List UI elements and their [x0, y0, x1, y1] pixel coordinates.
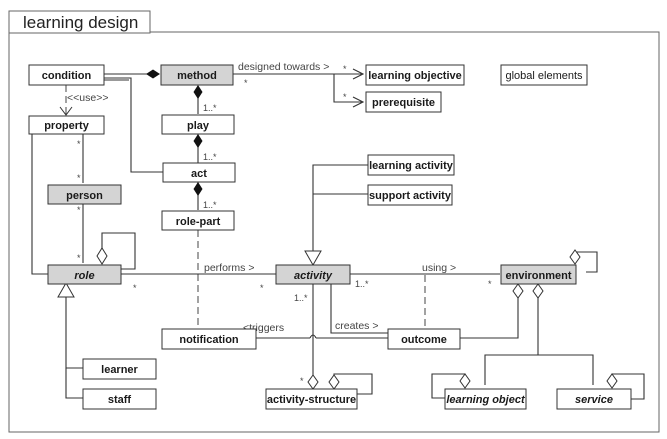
aggregation-diamond-icon [569, 249, 581, 265]
mult-method-lo: * [343, 64, 347, 74]
class-outcome[interactable]: outcome [387, 328, 461, 350]
mult-environment-left: * [488, 279, 492, 289]
mult-property: * [77, 139, 81, 149]
class-learning-object[interactable]: learning object [444, 388, 527, 410]
mult-person-bottom: * [77, 205, 81, 215]
class-learner[interactable]: learner [82, 358, 157, 380]
class-label: service [575, 394, 613, 406]
class-label: role-part [176, 216, 221, 228]
mult-person-top: * [77, 173, 81, 183]
edge-method-prerequisite [333, 74, 363, 102]
mult-role-right: * [133, 283, 137, 293]
class-label: property [44, 120, 90, 132]
class-label: condition [42, 70, 92, 82]
composition-diamond-icon [193, 134, 203, 148]
aggregation-diamond-icon [459, 373, 471, 389]
class-role-part[interactable]: role-part [161, 210, 235, 231]
composition-diamond-icon [193, 182, 203, 196]
class-act[interactable]: act [162, 162, 236, 183]
edge-learning-activity [312, 164, 368, 245]
class-global-elements[interactable]: global elements [500, 64, 588, 86]
class-label: outcome [401, 334, 447, 346]
class-person[interactable]: person [47, 184, 122, 205]
mult-method-play: 1..* [203, 103, 217, 113]
edge-activity-outcome [330, 284, 388, 334]
aggregation-diamond-icon [532, 283, 544, 299]
mult-activity-left: * [260, 283, 264, 293]
class-label: learner [101, 364, 138, 376]
class-label: global elements [505, 70, 583, 82]
class-label: play [187, 120, 210, 132]
edge-condition-act [104, 77, 163, 173]
edge-label-use: <<use>> [67, 92, 108, 104]
edge-environment-outcome [460, 298, 519, 339]
class-play[interactable]: play [161, 114, 235, 135]
aggregation-diamond-icon [512, 283, 524, 299]
class-role[interactable]: role [47, 264, 122, 285]
class-activity[interactable]: activity [275, 264, 351, 285]
edge-label-using: using > [422, 262, 456, 274]
class-label: environment [505, 270, 571, 282]
class-property[interactable]: property [28, 115, 105, 135]
edge-learning-object-service [484, 354, 594, 385]
class-label: person [66, 190, 103, 202]
mult-activity-structure: * [300, 376, 304, 386]
class-label: prerequisite [372, 97, 435, 109]
mult-play-act: 1..* [203, 152, 217, 162]
edge-role-self [101, 232, 136, 270]
class-activity-structure[interactable]: activity-structure [265, 388, 358, 410]
class-label: learning objective [368, 70, 462, 82]
class-label: role [74, 270, 94, 282]
class-label: learning activity [369, 160, 454, 172]
class-learning-objective[interactable]: learning objective [365, 64, 465, 86]
class-label: method [177, 70, 217, 82]
class-label: act [191, 168, 207, 180]
class-service[interactable]: service [556, 388, 632, 410]
class-label: activity-structure [267, 394, 356, 406]
package-tab [8, 10, 151, 34]
edge-label-performs: performs > [204, 262, 254, 274]
class-prerequisite[interactable]: prerequisite [365, 91, 442, 113]
class-label: support activity [369, 190, 452, 202]
aggregation-diamond-icon [328, 374, 340, 390]
class-notification[interactable]: notification [161, 328, 257, 350]
class-condition[interactable]: condition [28, 64, 105, 86]
edge-label-designed-towards: designed towards > [238, 61, 329, 73]
class-label: learning object [446, 394, 526, 406]
composition-diamond-icon [146, 69, 160, 79]
mult-method-prereq: * [343, 92, 347, 102]
package-title: learning design [23, 13, 138, 32]
mult-method-src: * [244, 78, 248, 88]
class-method[interactable]: method [160, 64, 234, 86]
class-learning-activity[interactable]: learning activity [367, 154, 455, 176]
class-staff[interactable]: staff [82, 388, 157, 410]
class-support-activity[interactable]: support activity [367, 184, 453, 206]
edge-label-creates: creates > [335, 320, 378, 332]
mult-role-top: * [77, 253, 81, 263]
mult-activity-right: 1..* [355, 279, 369, 289]
composition-diamond-icon [193, 85, 203, 99]
aggregation-diamond-icon [606, 373, 618, 389]
aggregation-diamond-icon [96, 247, 108, 265]
edge-staff-role [65, 368, 83, 399]
class-environment[interactable]: environment [500, 264, 577, 285]
class-label: notification [179, 334, 239, 346]
edge-property-role [31, 133, 48, 275]
mult-activity-bottom: 1..* [294, 293, 308, 303]
mult-act-rolepart: 1..* [203, 200, 217, 210]
class-label: activity [294, 270, 333, 282]
class-label: staff [108, 394, 132, 406]
open-arrow-icon [59, 106, 73, 116]
